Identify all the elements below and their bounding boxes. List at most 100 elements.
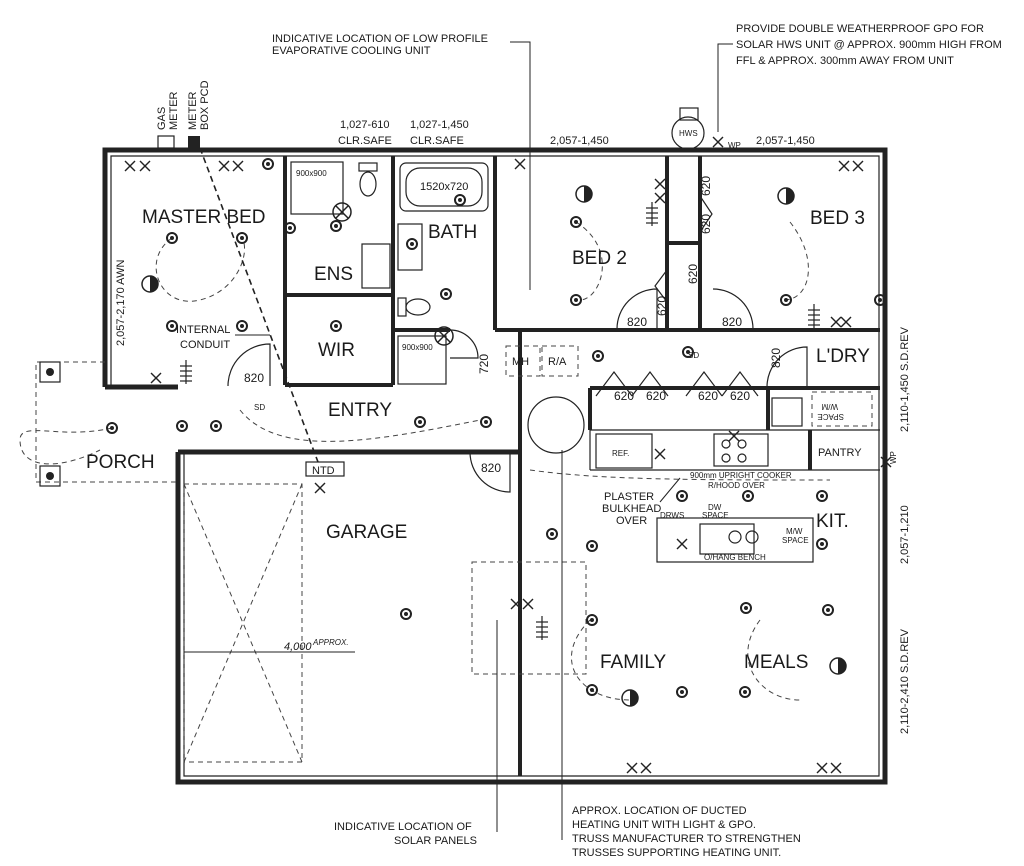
hws-unit <box>671 107 705 150</box>
ensuite-vanity <box>361 243 391 289</box>
light-point <box>816 538 828 550</box>
note-conduit-2: CONDUIT <box>180 339 230 351</box>
door-bed3: 820 <box>722 315 742 329</box>
light-dot <box>288 226 292 230</box>
power-point-icon <box>514 158 526 170</box>
power-point-icon <box>712 136 724 148</box>
light-point <box>440 288 452 300</box>
room-garage: GARAGE <box>326 522 407 543</box>
light-dot <box>744 606 748 610</box>
light-dot <box>590 618 594 622</box>
fan-cross <box>437 329 451 343</box>
room-meals: MEALS <box>744 652 808 673</box>
door-garage: 820 <box>481 461 501 475</box>
power-point-icon <box>124 160 136 172</box>
note-solar-1: INDICATIVE LOCATION OF <box>334 821 472 833</box>
washing-machine-space <box>811 391 873 427</box>
light-dot <box>180 424 184 428</box>
door-bath: 720 <box>477 354 491 374</box>
window-dim-1: 1,027-610 <box>340 119 390 131</box>
meter-box-label-1: METER <box>187 91 199 130</box>
ensuite-shower <box>290 161 344 215</box>
light-point <box>570 216 582 228</box>
room-master-bed: MASTER BED <box>142 207 266 228</box>
robe-door-8: 620 <box>655 296 669 316</box>
robe-door-3: 620 <box>698 389 718 403</box>
light-dot <box>680 494 684 498</box>
note-heat-1: APPROX. LOCATION OF DUCTED <box>572 805 747 817</box>
light-dot <box>550 532 554 536</box>
window-tag-2: CLR.SAFE <box>410 135 464 147</box>
meter-labels: GAS METER METER BOX PCD <box>156 80 211 149</box>
cooktop <box>713 433 769 467</box>
light-point <box>822 604 834 616</box>
robe-door-2: 620 <box>646 389 666 403</box>
ntd-label: NTD <box>312 465 335 477</box>
power-points <box>124 136 892 774</box>
room-ens: ENS <box>314 264 353 285</box>
bath-vanity <box>397 223 423 271</box>
light-point <box>406 238 418 250</box>
room-entry: ENTRY <box>328 400 392 421</box>
room-bath: BATH <box>428 222 477 243</box>
bath-size-label: 1520x720 <box>420 181 468 193</box>
window-dim-right-1: 2,110-1,450 S.D.REV <box>899 326 911 432</box>
robe-door-6: 620 <box>699 214 713 234</box>
ensuite-toilet <box>358 162 378 197</box>
light-dot <box>590 544 594 548</box>
hws-label: HWS <box>679 129 698 138</box>
wiring-runs <box>19 221 831 701</box>
garage-width-dim: 4,000 <box>284 641 312 653</box>
room-pantry: PANTRY <box>818 447 862 459</box>
light-dot <box>680 690 684 694</box>
power-point-icon <box>728 430 740 442</box>
window-dim-right-3: 2,110-2,410 S.D.REV <box>899 628 911 734</box>
return-air: R/A <box>541 345 579 377</box>
light-dot <box>418 420 422 424</box>
light-dot <box>596 354 600 358</box>
light-dot <box>820 542 824 546</box>
light-dot <box>458 198 462 202</box>
power-point-icon <box>654 178 666 190</box>
room-wir: WIR <box>318 340 355 361</box>
door-bed2: 820 <box>627 315 647 329</box>
power-point-icon <box>314 482 326 494</box>
power-point-icon <box>232 160 244 172</box>
ceiling-outlet-fill <box>150 276 158 292</box>
door-swings <box>227 288 808 493</box>
robe-doors <box>595 195 759 397</box>
note-gpo-3: FFL & APPROX. 300mm AWAY FROM UNIT <box>736 55 954 67</box>
light-dot <box>820 494 824 498</box>
note-bulkhead-1: PLASTER <box>604 491 654 503</box>
light-point <box>546 528 558 540</box>
garage-car-outline <box>183 483 355 763</box>
fan-icon <box>332 202 352 222</box>
light-dot <box>746 494 750 498</box>
light-point <box>262 158 274 170</box>
light-point <box>414 416 426 428</box>
light-point <box>330 220 342 232</box>
light-point <box>740 602 752 614</box>
light-dot <box>404 612 408 616</box>
power-point-icon <box>830 762 842 774</box>
light-point <box>780 294 792 306</box>
light-point <box>106 422 118 434</box>
ducted-heating-unit <box>527 396 585 454</box>
note-cooker-1: 900mm UPRIGHT COOKER <box>690 471 792 480</box>
light-point <box>586 614 598 626</box>
light-points <box>106 158 886 698</box>
power-point-icon <box>852 160 864 172</box>
note-gpo-1: PROVIDE DOUBLE WEATHERPROOF GPO FOR <box>736 23 984 35</box>
wp-label-top: WP <box>728 141 741 150</box>
light-point <box>874 294 886 306</box>
power-point-icon <box>139 160 151 172</box>
switch-symbols <box>180 202 820 640</box>
note-ohang: O/HANG BENCH <box>704 553 766 562</box>
laundry-trough <box>771 397 803 427</box>
robe-door-1: 620 <box>614 389 634 403</box>
note-heat-3: TRUSS MANUFACTURER TO STRENGTHEN <box>572 833 801 845</box>
light-point <box>570 294 582 306</box>
light-dot <box>590 688 594 692</box>
ra-label: R/A <box>548 356 567 368</box>
note-bulkhead-2: BULKHEAD <box>602 503 661 515</box>
